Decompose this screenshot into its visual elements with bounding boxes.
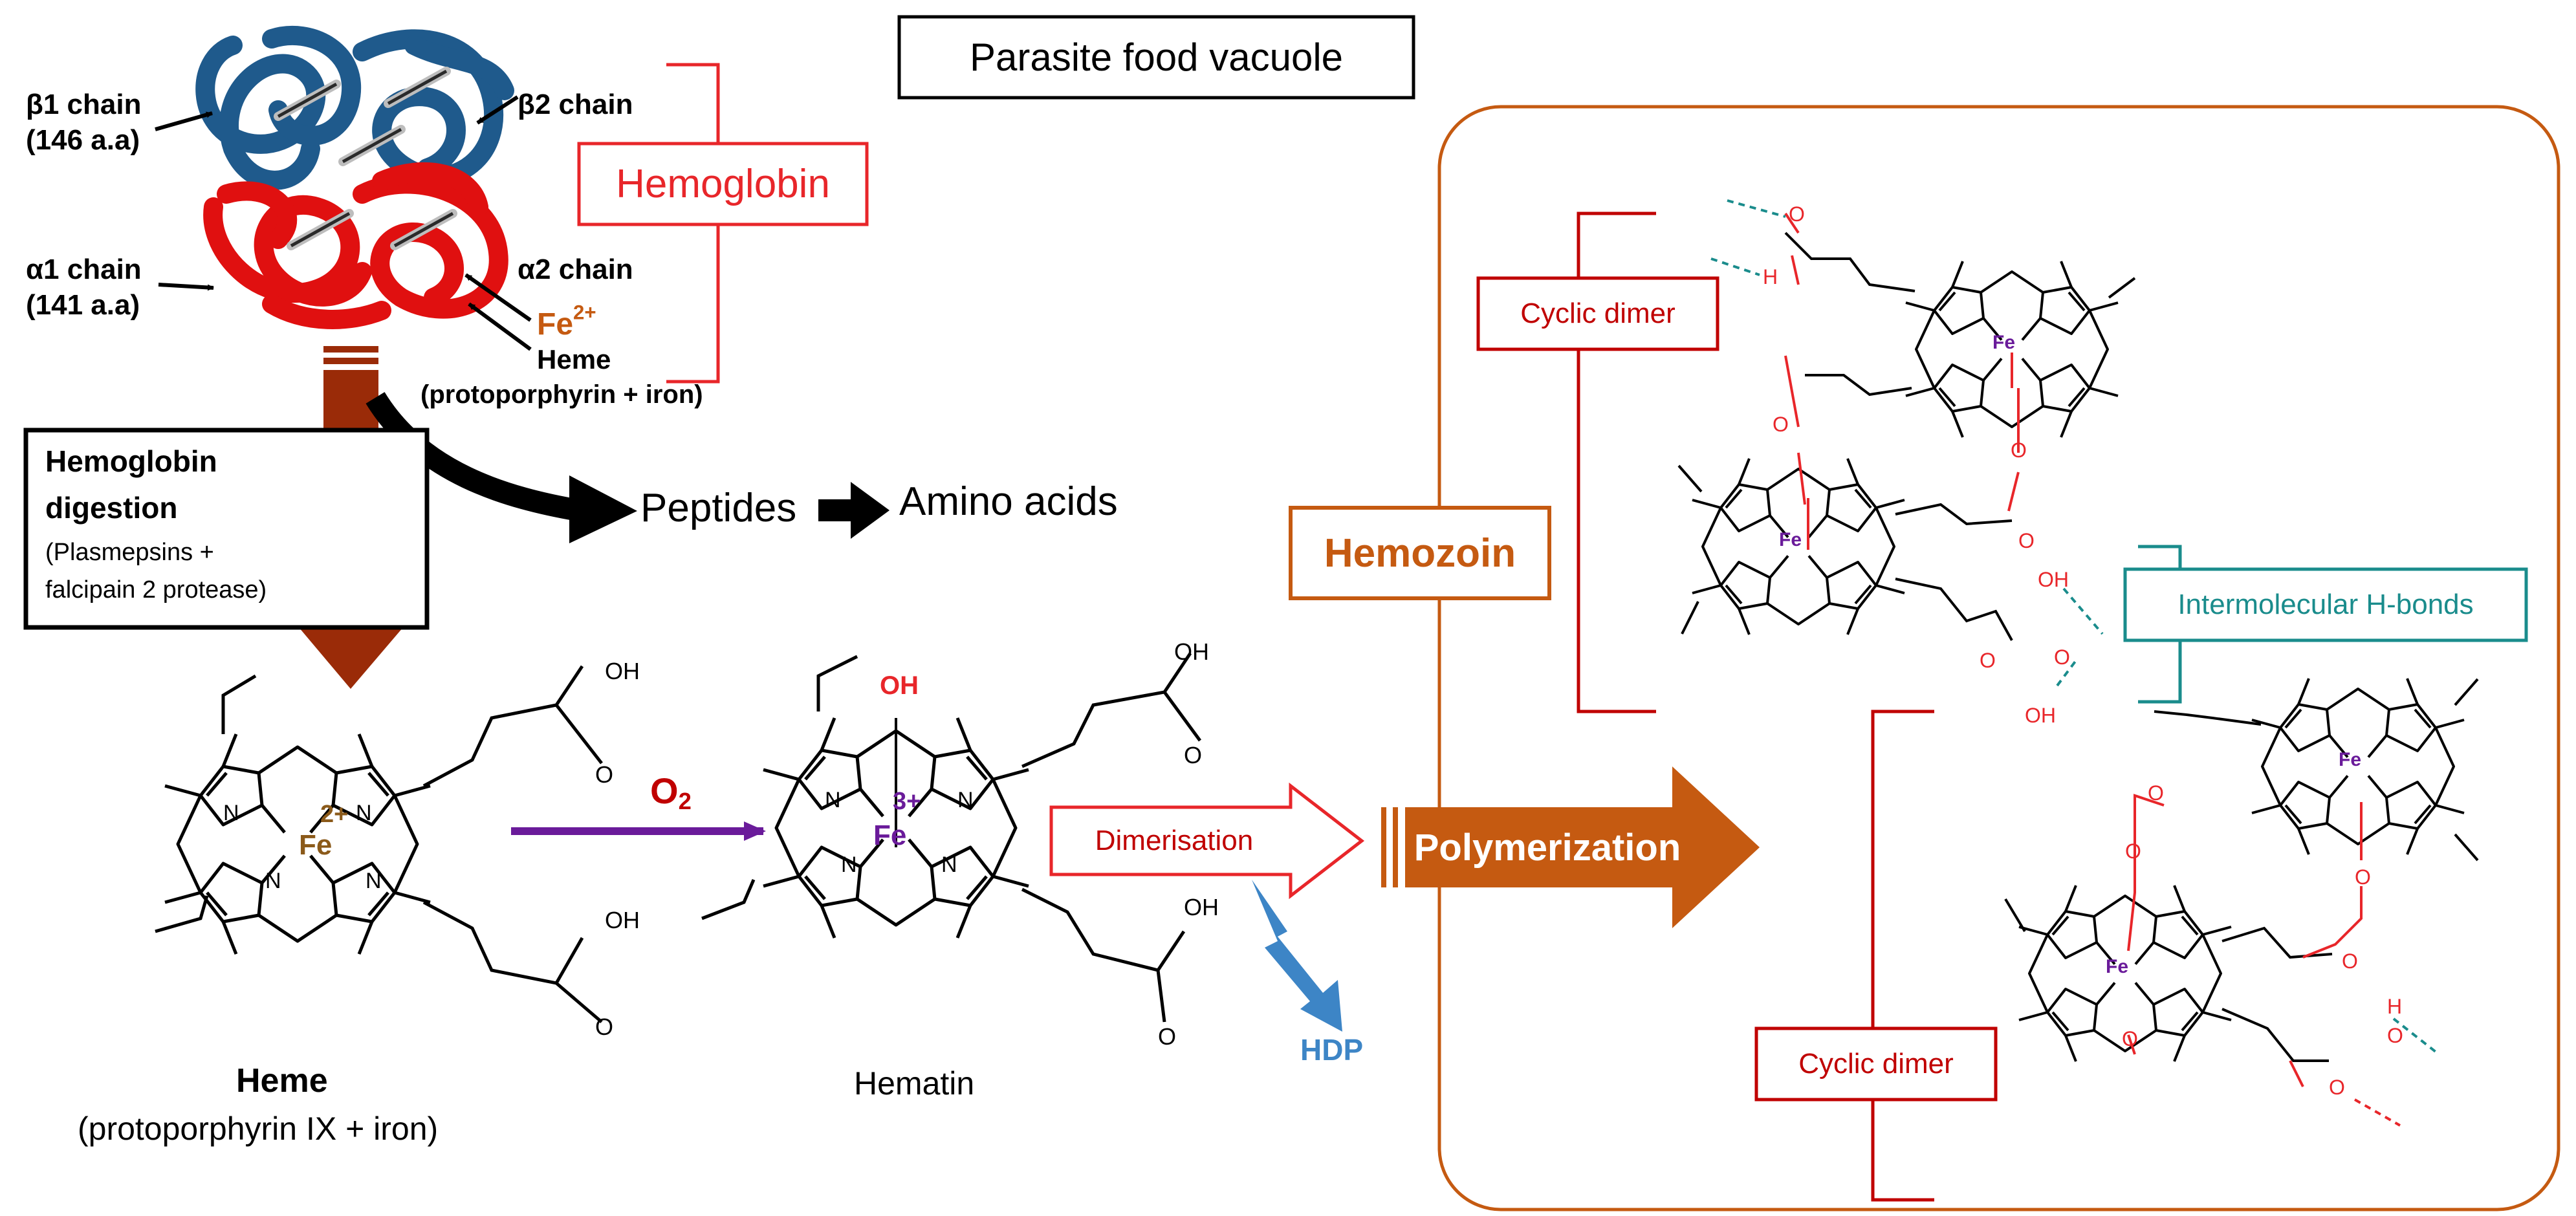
hemoglobin-label-box [577, 142, 869, 226]
cyclic-dimer-bottom-box [1754, 1026, 1998, 1102]
hz-h-1: H [1763, 265, 1778, 288]
beta2-chain-label: β2 chain [518, 89, 633, 120]
hemozoin-label: Hemozoin [1324, 530, 1516, 576]
heme-iron: Fe [299, 829, 333, 861]
peptides-arrowhead [569, 475, 637, 543]
beta1-length-label: (146 a.a) [26, 124, 140, 156]
hz-fe-1: Fe [1992, 332, 2016, 353]
hz-o-10: O [2342, 950, 2358, 973]
hematin-n2: N [957, 788, 974, 812]
hematin-n4: N [941, 852, 957, 877]
digestion-enzymes-line2: falcipain 2 protease) [45, 576, 267, 603]
heme-iron-charge: 2+ [320, 801, 349, 828]
title-box [897, 15, 1415, 100]
dimerisation-label: Dimerisation [1095, 825, 1254, 856]
heme-site-label: Heme [537, 344, 611, 375]
heme-site-desc: (protoporphyrin + iron) [420, 380, 703, 409]
peptides-curve-arrow [366, 392, 584, 522]
heme-n2: N [356, 801, 372, 825]
heme-structure [155, 665, 603, 1023]
heme-oh-top: OH [605, 658, 640, 684]
peptides-label: Peptides [640, 486, 797, 530]
hz-o-5: O [1980, 649, 1996, 672]
hz-fe-2: Fe [1779, 529, 1802, 550]
cyclic-dimer-bottom-bracket [1871, 710, 1934, 1202]
hematin-oh-top: OH [1174, 638, 1209, 665]
hz-oh-1: OH [2038, 568, 2069, 591]
alpha2-chain-label: α2 chain [518, 254, 633, 285]
digestion-box [23, 428, 430, 630]
heme-o-bottom: O [595, 1014, 614, 1040]
page-title: Parasite food vacuole [969, 36, 1344, 79]
hemozoin-label-box [1289, 506, 1551, 600]
hematin-iron-charge: 3+ [893, 788, 921, 815]
hemoglobin-iron-label: Fe2+ [537, 301, 596, 342]
amino-acids-label: Amino acids [899, 479, 1118, 524]
h-bonds-box [2123, 567, 2528, 642]
cyclic-dimer-top-label: Cyclic dimer [1520, 298, 1675, 329]
beta1-chain-label: β1 chain [26, 89, 142, 120]
digestion-title-line1: Hemoglobin [45, 444, 217, 478]
hz-oh-2: OH [2025, 704, 2056, 727]
heme-n3: N [265, 869, 281, 893]
hemozoin-molecules [1677, 199, 2479, 1127]
hematin-iron: Fe [873, 820, 907, 851]
hematin-oh: OH [880, 671, 919, 700]
hz-o-11: O [2122, 1027, 2138, 1050]
hematin-oh-bottom: OH [1184, 894, 1219, 920]
hz-h-2: H [2387, 995, 2403, 1018]
hz-o-8: O [2125, 840, 2141, 863]
hematin-n3: N [841, 852, 857, 877]
cyclic-dimer-top-box [1476, 276, 1719, 351]
heme-name: Heme [236, 1062, 328, 1100]
hz-o-6: O [2054, 646, 2070, 669]
heme-description: (protoporphyrin IX + iron) [78, 1111, 439, 1147]
hemozoin-frame [1437, 105, 2560, 1211]
hz-o-3: O [2011, 439, 2027, 462]
hdp-lightning [1252, 880, 1342, 1032]
amino-acids-arrow [818, 482, 890, 539]
chain-pointer-arrows [155, 95, 532, 351]
cyclic-dimer-top-bracket [1577, 212, 1656, 713]
hematin-o-bottom: O [1158, 1023, 1177, 1050]
hematin-n1: N [825, 788, 841, 812]
digestion-title-line2: digestion [45, 491, 178, 525]
hdp-label: HDP [1300, 1033, 1364, 1067]
heme-o-top: O [595, 761, 614, 788]
alpha1-chain-label: α1 chain [26, 254, 142, 285]
oxygen-label: O2 [650, 770, 692, 815]
hz-o-2: O [1773, 413, 1789, 436]
hematin-o-top: O [1184, 742, 1203, 768]
hz-o-12: O [2387, 1024, 2403, 1047]
alpha1-length-label: (141 a.a) [26, 289, 140, 321]
dimerisation-arrow [1049, 782, 1365, 900]
hz-o-1: O [1789, 202, 1805, 226]
hz-fe-3: Fe [2339, 749, 2362, 770]
cyclic-dimer-bottom-label: Cyclic dimer [1798, 1048, 1954, 1080]
polymerization-arrow [1381, 766, 1760, 928]
hz-o-7: O [2148, 781, 2164, 805]
heme-oh-bottom: OH [605, 907, 640, 933]
hz-o-4: O [2018, 529, 2035, 552]
hemoglobin-structure [195, 25, 514, 329]
heme-n1: N [223, 801, 239, 825]
hz-o-13: O [2329, 1076, 2345, 1099]
hz-o-9: O [2355, 865, 2371, 889]
hemoglobin-label: Hemoglobin [616, 162, 830, 206]
digestion-enzymes-line1: (Plasmepsins + [45, 539, 214, 566]
h-bonds-label: Intermolecular H-bonds [2178, 589, 2474, 620]
hematin-structure [701, 652, 1202, 1023]
hematin-name: Hematin [854, 1065, 975, 1102]
polymerization-label: Polymerization [1414, 826, 1681, 869]
hz-fe-4: Fe [2106, 956, 2129, 977]
heme-n4: N [366, 869, 382, 893]
